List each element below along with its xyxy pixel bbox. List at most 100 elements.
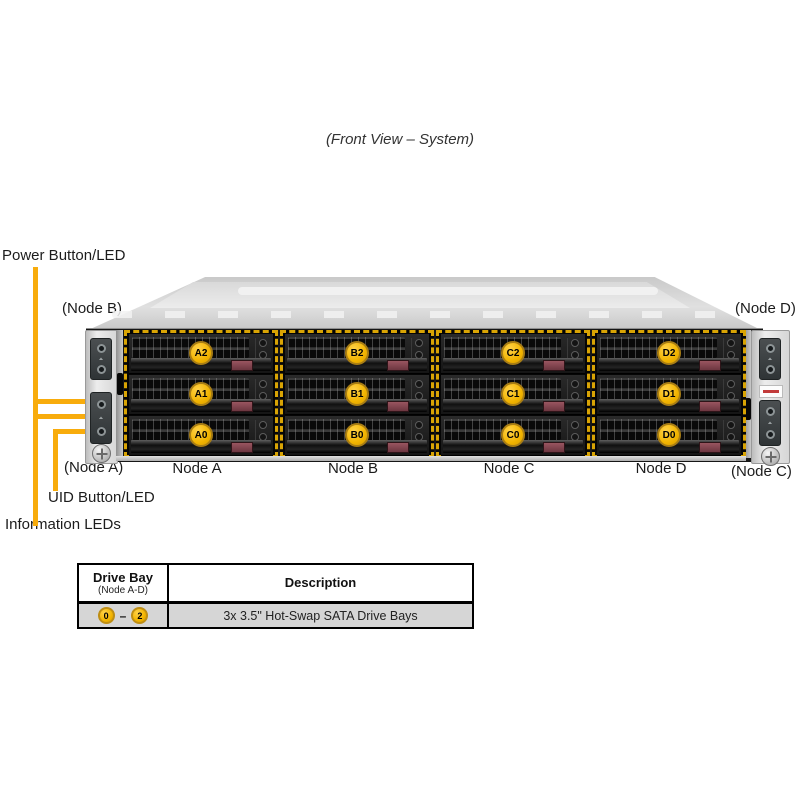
drive-bay-c1: C1 (441, 375, 585, 415)
table-header-row: Drive Bay (Node A-D) Description (79, 565, 472, 604)
drive-bay-table: Drive Bay (Node A-D) Description 0 – 2 3… (77, 563, 474, 629)
drive-bay-badge: C1 (501, 382, 525, 406)
thumbscrew-icon (761, 447, 780, 466)
node-a-drive-column: A2 A1 A0 (124, 330, 278, 458)
drive-bay-badge: B2 (345, 341, 369, 365)
chassis-top-cover-highlight (238, 287, 658, 295)
led-mark-icon (98, 357, 104, 361)
node-b-label: Node B (327, 460, 379, 477)
drive-led-icons (567, 420, 581, 442)
node-d-corner-label: (Node D) (735, 300, 796, 317)
drive-bay-c2: C2 (441, 334, 585, 374)
drive-led-icons (411, 379, 425, 401)
description-header-cell: Description (169, 565, 472, 601)
description-text: 3x 3.5" Hot-Swap SATA Drive Bays (223, 608, 418, 623)
node-b-corner-label: (Node B) (62, 300, 123, 317)
drive-led-icons (723, 420, 737, 442)
information-leds-label: Information LEDs (5, 516, 121, 533)
uid-button-led-label: UID Button/LED (48, 489, 155, 506)
description-cell: 3x 3.5" Hot-Swap SATA Drive Bays (169, 604, 472, 627)
drive-release-latch (699, 442, 721, 453)
left-top-control-panel (90, 338, 112, 380)
drive-led-icons (255, 338, 269, 360)
drive-release-latch (699, 360, 721, 371)
left-release-tab (117, 373, 123, 395)
drive-release-latch (699, 401, 721, 412)
left-mounting-ear (85, 330, 118, 464)
drive-bay-header: Drive Bay (93, 569, 153, 585)
drive-bay-badge: A2 (189, 341, 213, 365)
drive-bay-d2: D2 (597, 334, 741, 374)
drive-bay-badge: A1 (189, 382, 213, 406)
right-ear-rail (744, 330, 751, 458)
right-release-tab (745, 398, 751, 420)
node-a-label: Node A (172, 460, 222, 477)
figure-title: (Front View – System) (325, 131, 475, 148)
drive-release-latch (543, 401, 565, 412)
drive-release-latch (231, 401, 253, 412)
brand-label (759, 385, 783, 398)
drive-bay-header-cell: Drive Bay (Node A-D) (79, 565, 169, 601)
drive-led-icons (567, 379, 581, 401)
drive-release-latch (543, 360, 565, 371)
node-d-drive-column: D2 D1 D0 (592, 330, 746, 458)
drive-led-icons (255, 420, 269, 442)
bay-range-dash: – (119, 608, 127, 623)
drive-bay-b1: B1 (285, 375, 429, 415)
led-mark-icon (767, 357, 773, 361)
panel-button-icon (765, 344, 775, 354)
drive-release-latch (543, 442, 565, 453)
power-callout-line (33, 267, 38, 526)
right-top-control-panel (759, 338, 781, 380)
drive-bay-a1: A1 (129, 375, 273, 415)
drive-bay-badge: D2 (657, 341, 681, 365)
bay-number-badge: 2 (131, 607, 149, 624)
uid-button-icon (96, 427, 106, 437)
power-button-led-label: Power Button/LED (2, 247, 126, 264)
left-bottom-control-panel (90, 392, 112, 444)
drive-bay-badge: B1 (345, 382, 369, 406)
drive-bay-badge: A0 (189, 423, 213, 447)
drive-bay-badge: D0 (657, 423, 681, 447)
description-header: Description (284, 575, 357, 590)
node-b-drive-column: B2 B1 B0 (280, 330, 434, 458)
panel-button-icon (96, 344, 106, 354)
node-d-label: Node D (635, 460, 687, 477)
drive-led-icons (723, 338, 737, 360)
chassis-top-cover-recess (150, 282, 690, 308)
drive-release-latch (231, 360, 253, 371)
drive-bay-b2: B2 (285, 334, 429, 374)
right-bottom-control-panel (759, 400, 781, 446)
drive-led-icons (255, 379, 269, 401)
drive-bay-a2: A2 (129, 334, 273, 374)
information-led-icon (767, 421, 773, 425)
drive-release-latch (387, 442, 409, 453)
drive-led-icons (723, 379, 737, 401)
drive-led-icons (411, 420, 425, 442)
chassis-bottom-rail (116, 456, 746, 461)
drive-bay-subheader: (Node A-D) (97, 584, 148, 596)
node-c-label: Node C (483, 460, 535, 477)
drive-bay-d1: D1 (597, 375, 741, 415)
drive-led-icons (567, 338, 581, 360)
node-c-drive-column: C2 C1 C0 (436, 330, 590, 458)
panel-button-icon (96, 364, 106, 374)
drive-bay-badge: C2 (501, 341, 525, 365)
drive-led-icons (411, 338, 425, 360)
power-button-icon (765, 406, 775, 416)
bay-number-badge: 0 (97, 607, 115, 624)
info-callout-line-horizontal (33, 414, 97, 419)
uid-callout-line-vertical (53, 429, 58, 491)
drive-bay-d0: D0 (597, 416, 741, 456)
drive-bay-a0: A0 (129, 416, 273, 456)
panel-button-icon (765, 364, 775, 374)
drive-release-latch (387, 360, 409, 371)
uid-button-icon (765, 430, 775, 440)
chassis-vent-slots (112, 311, 740, 318)
information-led-icon (98, 416, 104, 420)
power-button-icon (96, 399, 106, 409)
drive-bay-badge: B0 (345, 423, 369, 447)
node-c-corner-label: (Node C) (731, 463, 792, 480)
thumbscrew-icon (92, 444, 111, 463)
